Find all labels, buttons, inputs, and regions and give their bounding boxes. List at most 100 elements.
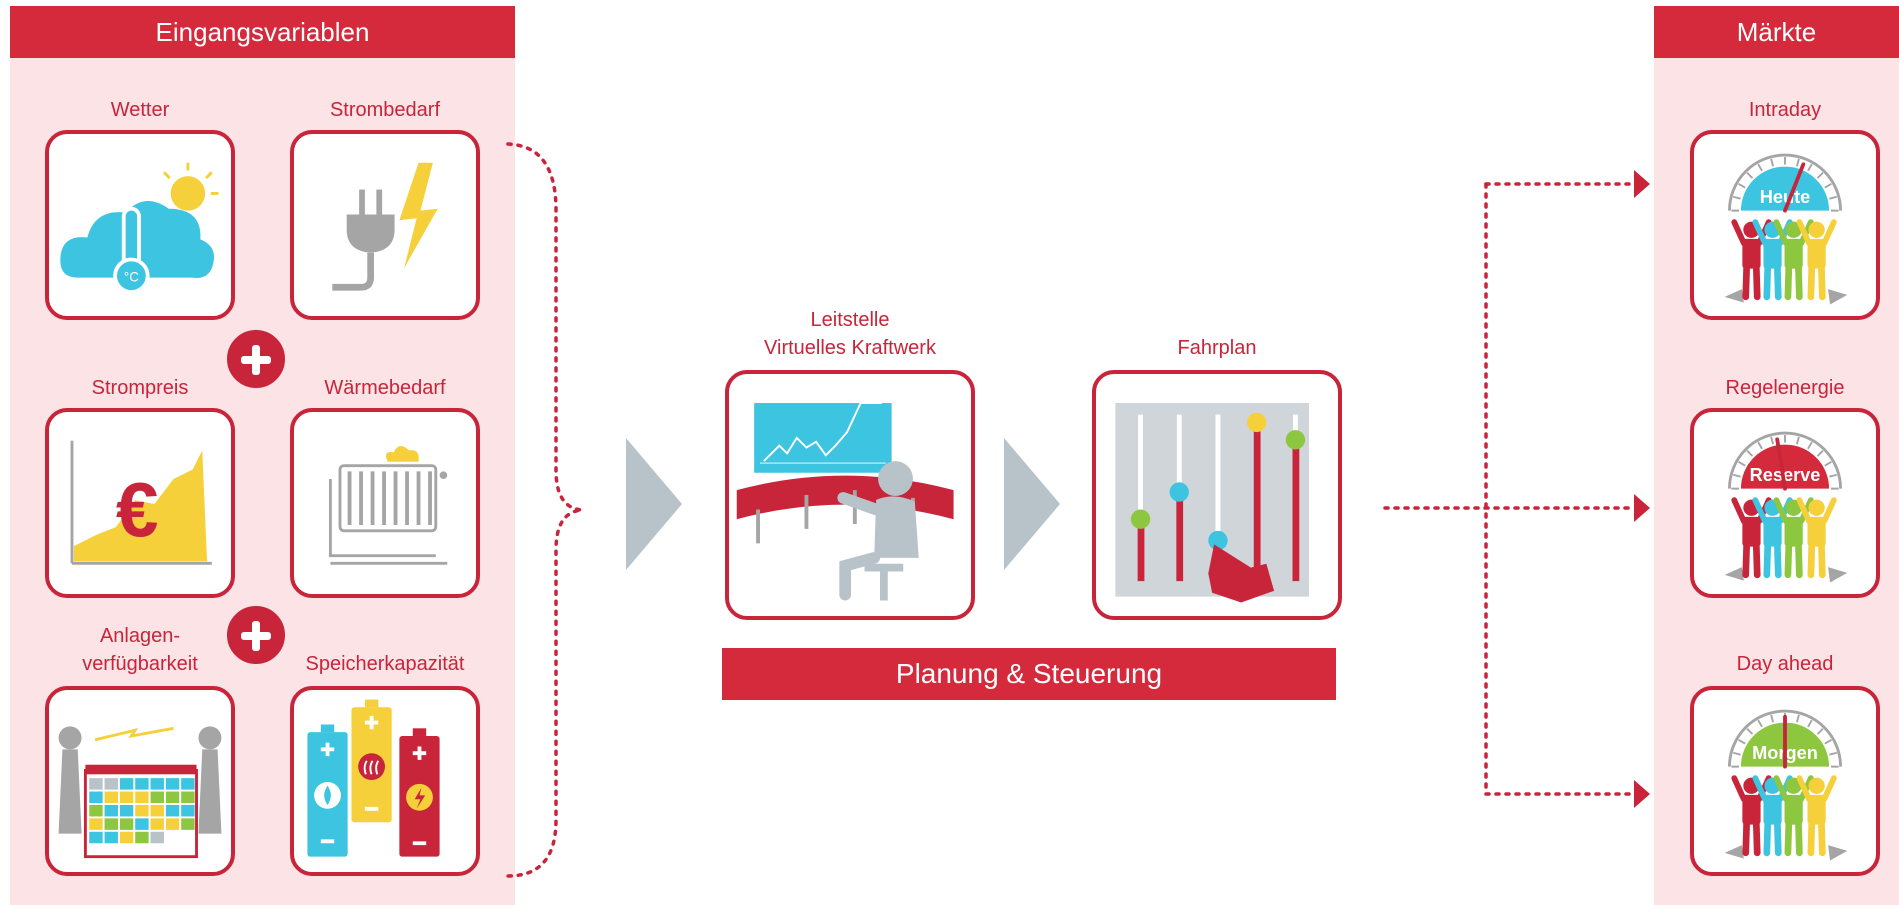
power-lines-calendar-icon: [58, 726, 222, 859]
gauge-tick: [1795, 436, 1800, 445]
schedule-sliders-icon: [1115, 403, 1309, 603]
gauge-tick: [1746, 172, 1754, 179]
weather-icon: °C: [60, 162, 219, 294]
gauge-arc: [1728, 153, 1842, 211]
markets-header: Märkte: [1654, 6, 1899, 58]
person-yellow: [1796, 219, 1837, 301]
crowd-shadow-right: [1828, 289, 1848, 305]
battery-storage-icon: [307, 699, 440, 857]
tile-label-heat-demand: Wärmebedarf: [324, 377, 446, 399]
thermometer-unit: °C: [124, 270, 139, 285]
gauge-tick: [1816, 172, 1824, 179]
heat-demand-tile: [290, 408, 480, 598]
gauge-fill: [1740, 166, 1830, 211]
gauge-tick: [1770, 158, 1775, 167]
gauge-tick: [1770, 714, 1775, 723]
gauge-tick: [1795, 158, 1800, 167]
tile-label-plant-availability-2: verfügbarkeit: [82, 653, 198, 675]
gauge-tick: [1732, 751, 1741, 756]
arrow-head-bottom: [1634, 780, 1650, 808]
gauge-tick: [1829, 473, 1838, 478]
gauge-tick: [1757, 719, 1763, 728]
person-yellow: [1796, 775, 1837, 857]
gauge-tick: [1816, 450, 1824, 457]
tile-label-plant-availability-1: Anlagen-: [99, 625, 181, 647]
control-room-operator-icon: [736, 402, 954, 601]
plant-availability-tile: [45, 686, 235, 876]
gauge-tick: [1829, 195, 1838, 200]
market-label-intraday: Intraday: [1748, 99, 1822, 121]
gauge-label: Heute: [1760, 187, 1811, 207]
plus-icon-1: [223, 326, 289, 392]
crowd-shadow-right: [1828, 567, 1848, 583]
tile-label-storage-capacity: Speicherkapazität: [305, 653, 465, 675]
market-label-balancing: Regelenergie: [1725, 377, 1845, 399]
euro-symbol: €: [116, 469, 159, 554]
gauge-tick: [1746, 728, 1754, 735]
storage-capacity-tile: [290, 686, 480, 876]
planning-control-banner: Planung & Steuerung: [722, 648, 1336, 700]
gauge-arc: [1728, 709, 1842, 767]
market-tile-intraday: Heute: [1690, 130, 1880, 320]
arrow-head-middle: [1634, 494, 1650, 522]
gauge-tick: [1824, 182, 1832, 189]
crowd-shadow-left: [1724, 289, 1744, 303]
arrow-head-top: [1634, 170, 1650, 198]
gauge-tick: [1746, 450, 1754, 457]
input-variables-header: Eingangsvariablen: [10, 6, 515, 58]
gauge-needle: [1775, 437, 1787, 491]
input-bracket: [506, 142, 583, 878]
control-center-label-1: Leitstelle: [810, 309, 890, 331]
gauge-tick: [1824, 738, 1832, 745]
schedule-tile: [1092, 370, 1342, 620]
gauge-label: Reserve: [1750, 465, 1821, 485]
gauge-tick: [1816, 728, 1824, 735]
gauge-arc: [1728, 431, 1842, 489]
tile-label-weather: Wetter: [110, 99, 170, 121]
radiator-icon: [328, 445, 448, 565]
person-green: [1773, 497, 1814, 579]
market-tile-balancing: Reserve: [1690, 408, 1880, 598]
gauge-crowd-icon: Heute: [1724, 153, 1848, 305]
gauge-fill: [1740, 444, 1830, 489]
gauge-tick: [1732, 473, 1741, 478]
weather-tile: °C: [45, 130, 235, 320]
crowd-shadow-left: [1724, 567, 1744, 581]
control-center-tile: [725, 370, 975, 620]
gauge-tick: [1732, 195, 1741, 200]
person-yellow: [1796, 497, 1837, 579]
tile-label-power-price: Strompreis: [91, 377, 189, 399]
plus-icon-2: [223, 602, 289, 668]
power-price-tile: €: [45, 408, 235, 598]
power-demand-tile: [290, 130, 480, 320]
gauge-crowd-icon: Morgen: [1724, 709, 1848, 861]
flow-chevron-1: [626, 438, 682, 570]
gauge-tick: [1829, 751, 1838, 756]
gauge-tick: [1824, 460, 1832, 467]
gauge-tick: [1738, 738, 1746, 745]
gauge-tick: [1770, 436, 1775, 445]
crowd-shadow-right: [1828, 845, 1848, 861]
gauge-tick: [1807, 163, 1813, 172]
control-center-label-2: Virtuelles Kraftwerk: [764, 337, 936, 359]
gauge-tick: [1807, 441, 1813, 450]
schedule-label: Fahrplan: [1177, 337, 1257, 359]
calendar-grid: [89, 778, 195, 844]
tile-label-power-demand: Strombedarf: [329, 99, 441, 121]
person-cyan: [1752, 497, 1793, 579]
crowd-shadow-left: [1724, 845, 1744, 859]
gauge-tick: [1757, 163, 1763, 172]
power-plug-icon: [332, 162, 438, 291]
gauge-needle: [1783, 162, 1806, 213]
flow-chevron-2: [1004, 438, 1060, 570]
market-tile-day-ahead: Morgen: [1690, 686, 1880, 876]
gauge-tick: [1795, 714, 1800, 723]
gauge-tick: [1757, 441, 1763, 450]
gauge-crowd-icon: Reserve: [1724, 431, 1848, 583]
euro-price-chart-icon: €: [70, 440, 212, 565]
gauge-tick: [1738, 182, 1746, 189]
person-green: [1773, 775, 1814, 857]
gauge-tick: [1738, 460, 1746, 467]
gauge-tick: [1807, 719, 1813, 728]
market-label-day-ahead: Day ahead: [1736, 653, 1834, 675]
